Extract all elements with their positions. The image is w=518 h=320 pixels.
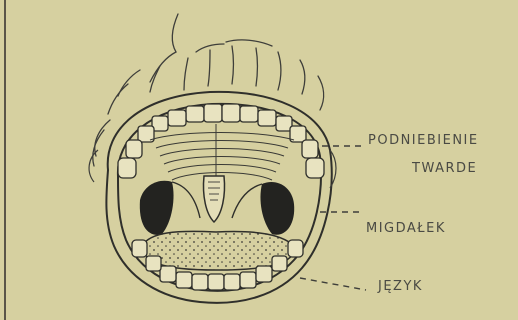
label-tongue: JĘZYK bbox=[377, 279, 423, 294]
label-hard-palate-line1: PODNIEBIENIE bbox=[368, 133, 479, 148]
label-hard-palate-line2: TWARDE bbox=[411, 161, 477, 176]
label-tonsil: MIGDAŁEK bbox=[366, 221, 446, 236]
